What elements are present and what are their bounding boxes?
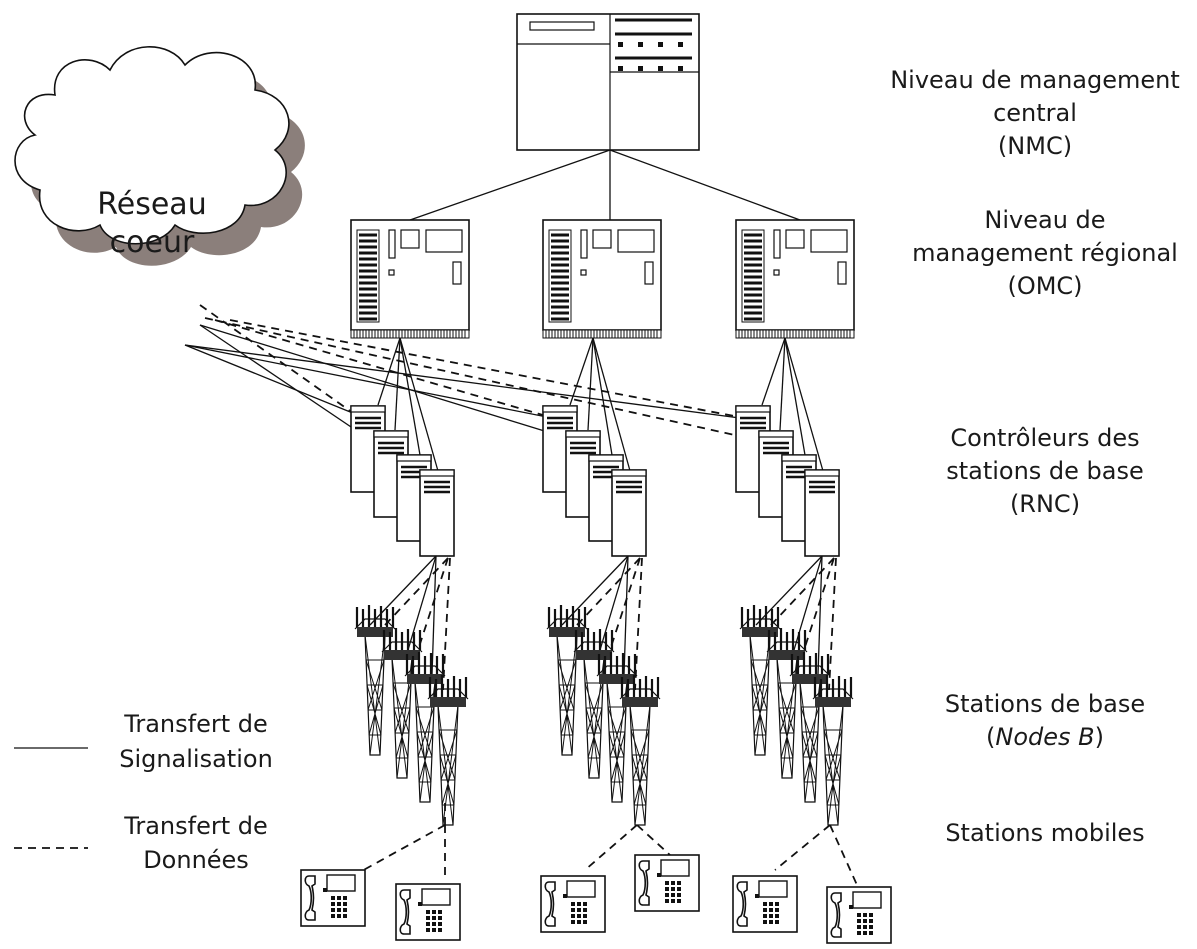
core-network-cloud: Réseau coeur [14, 46, 305, 266]
mobile-station-2 [395, 883, 461, 941]
label-rnc-line3: (RNC) [1010, 490, 1080, 518]
nodeb-to-mobile-links [359, 800, 858, 886]
label-mobile: Stations mobiles [945, 819, 1144, 847]
label-nmc: Niveau de management central (NMC) [890, 66, 1180, 160]
legend-signal-line2: Signalisation [119, 745, 273, 773]
label-nmc-line2: central [993, 99, 1077, 127]
mobile-station-5 [732, 875, 798, 933]
nodeb-group-3 [738, 603, 855, 827]
mobile-station-1 [300, 869, 366, 927]
omc-to-rnc-links [377, 337, 826, 479]
legend: Transfert de Signalisation Transfert de … [14, 710, 273, 874]
label-nmc-line1: Niveau de management [890, 66, 1180, 94]
cloud-label-line2: coeur [110, 225, 195, 260]
rnc-group-2 [541, 404, 648, 558]
label-omc: Niveau de management régional (OMC) [912, 206, 1178, 300]
label-nmc-line3: (NMC) [998, 132, 1072, 160]
mobile-station-6 [826, 886, 892, 944]
omc-server-2 [541, 218, 663, 340]
label-nodeb: Stations de base (Nodes B) [945, 690, 1145, 751]
label-rnc-line1: Contrôleurs des [950, 424, 1139, 452]
label-rnc-line2: stations de base [946, 457, 1144, 485]
label-rnc: Contrôleurs des stations de base (RNC) [946, 424, 1144, 518]
legend-data-line1: Transfert de [123, 812, 268, 840]
label-omc-line3: (OMC) [1007, 272, 1082, 300]
legend-data-line2: Données [143, 846, 249, 874]
mobile-station-4 [634, 854, 700, 912]
omc-server-3 [734, 218, 856, 340]
mobile-station-3 [540, 875, 606, 933]
nmc-omc-links [409, 149, 801, 221]
rnc-group-3 [734, 404, 841, 558]
rnc-group-1 [349, 404, 456, 558]
cloud-label-line1: Réseau [97, 187, 206, 222]
nmc-server [516, 13, 700, 151]
omc-server-1 [349, 218, 471, 340]
label-omc-line1: Niveau de [984, 206, 1105, 234]
legend-signal-line1: Transfert de [123, 710, 268, 738]
core-to-rnc-links [184, 304, 781, 461]
label-nodeb-line1: Stations de base [945, 690, 1145, 718]
label-omc-line2: management régional [912, 239, 1178, 267]
label-nodeb-line2: (Nodes B) [986, 723, 1104, 751]
